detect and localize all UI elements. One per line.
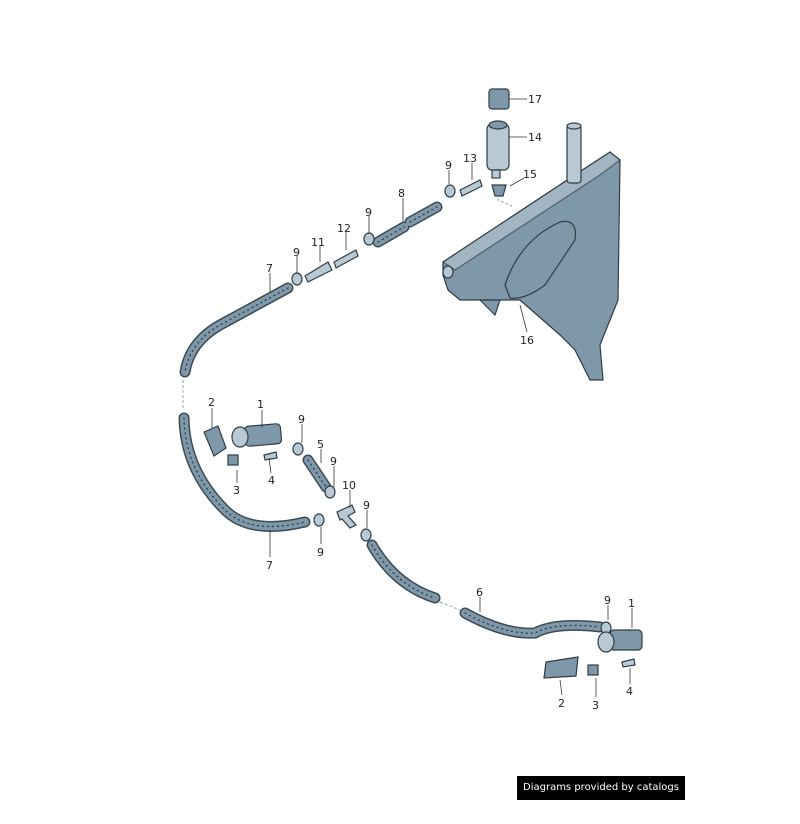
callout-3: 3 (592, 699, 599, 712)
callout-9: 9 (363, 499, 370, 512)
leader-lines (211, 98, 633, 697)
hose-clamps (291, 184, 612, 635)
callout-7: 7 (266, 262, 273, 275)
hose-7-upper[interactable] (179, 282, 294, 378)
washer-fluid-reservoir[interactable] (441, 122, 621, 381)
callout-labels: 17 14 13 9 15 8 9 12 11 9 7 16 2 1 9 5 9… (208, 93, 635, 712)
callout-5: 5 (317, 438, 324, 451)
callout-2: 2 (558, 697, 565, 710)
callout-4: 4 (268, 474, 275, 487)
t-piece-10[interactable] (336, 504, 357, 529)
callout-9: 9 (293, 246, 300, 259)
callout-3: 3 (233, 484, 240, 497)
callout-1: 1 (257, 398, 264, 411)
hose-8[interactable] (372, 201, 443, 248)
hose-5[interactable] (302, 454, 332, 493)
callout-6: 6 (476, 586, 483, 599)
callout-9: 9 (298, 413, 305, 426)
callout-9: 9 (445, 159, 452, 172)
washer-pump[interactable] (486, 120, 510, 179)
hose-6-right[interactable] (459, 607, 606, 639)
hose-7-lower[interactable] (178, 412, 311, 532)
callout-7: 7 (266, 559, 273, 572)
callout-11: 11 (311, 236, 325, 249)
electrical-connector[interactable] (488, 88, 510, 110)
callout-9: 9 (604, 594, 611, 607)
callout-15: 15 (523, 168, 537, 181)
callout-2: 2 (208, 396, 215, 409)
callout-9: 9 (365, 206, 372, 219)
connector-11[interactable] (304, 261, 333, 283)
callout-14: 14 (528, 131, 542, 144)
callout-9: 9 (317, 546, 324, 559)
callout-8: 8 (398, 187, 405, 200)
callout-16: 16 (520, 334, 534, 347)
callout-1: 1 (628, 597, 635, 610)
callout-9: 9 (330, 455, 337, 468)
attribution-footer: Diagrams provided by catalogs parts (517, 776, 685, 817)
callout-4: 4 (626, 685, 633, 698)
grommet[interactable] (491, 184, 507, 197)
callout-12: 12 (337, 222, 351, 235)
washer-jet-left[interactable] (203, 423, 283, 466)
washer-jet-right[interactable] (543, 629, 643, 679)
callout-10: 10 (342, 479, 356, 492)
connector-13[interactable] (459, 179, 483, 197)
callout-13: 13 (463, 152, 477, 165)
parts-diagram: 17 14 13 9 15 8 9 12 11 9 7 16 2 1 9 5 9… (178, 88, 643, 712)
hose-6-left[interactable] (366, 539, 441, 604)
callout-17: 17 (528, 93, 542, 106)
connector-12[interactable] (333, 249, 359, 269)
